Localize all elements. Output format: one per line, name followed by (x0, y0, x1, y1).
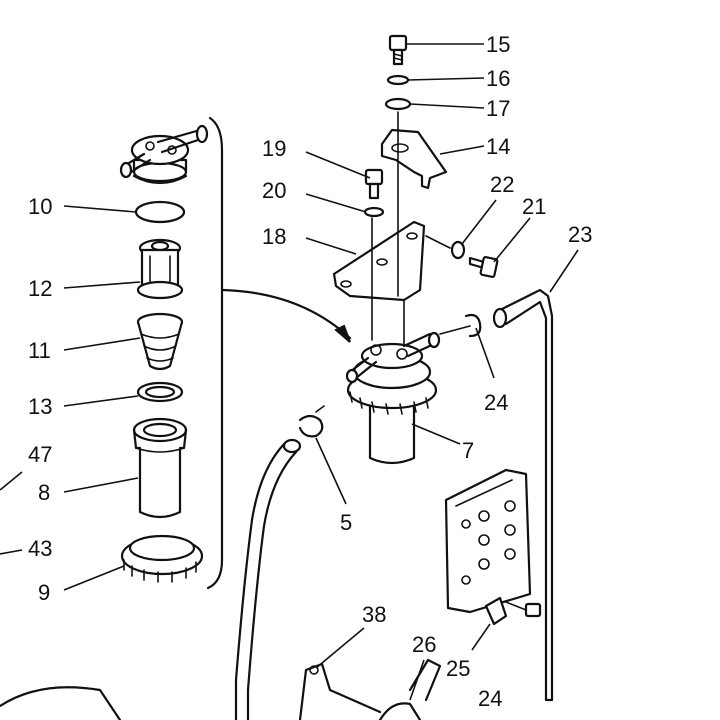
clamp-25 (484, 596, 542, 626)
callout-7: 7 (462, 438, 474, 463)
washer-17 (384, 97, 412, 111)
assembly-arrow (220, 288, 352, 340)
callout-21: 21 (522, 194, 546, 219)
callout-10: 10 (28, 194, 52, 219)
exploded-view-bracket (206, 116, 224, 590)
leader-lines (0, 43, 579, 701)
washer-20 (363, 206, 385, 218)
callout-12: 12 (28, 276, 52, 301)
callout-8: 8 (38, 480, 50, 505)
bolt-15 (388, 34, 408, 66)
callout-24-upper: 24 (484, 390, 508, 415)
callout-23: 23 (568, 222, 592, 247)
callout-26: 26 (412, 632, 436, 657)
callout-9: 9 (38, 580, 50, 605)
bracket-18 (332, 220, 426, 302)
hose-clip-24 (439, 313, 482, 338)
callout-14: 14 (486, 134, 510, 159)
o-ring (134, 200, 186, 224)
bolt-21 (468, 256, 499, 278)
retaining-ring (120, 534, 204, 583)
fuel-hose-23 (492, 288, 554, 702)
washer-22 (450, 240, 466, 260)
callout-47: 47 (28, 442, 52, 467)
callout-17: 17 (486, 96, 510, 121)
callout-13: 13 (28, 394, 52, 419)
bolt-19 (364, 168, 384, 200)
float-cone (136, 312, 184, 371)
mounting-clamp (380, 128, 448, 190)
filter-assembly (345, 331, 441, 465)
strainer-element (136, 238, 184, 300)
callout-16: 16 (486, 66, 510, 91)
mounting-plate (444, 468, 532, 614)
hose-clip-5 (298, 405, 325, 438)
callout-43: 43 (28, 536, 52, 561)
callout-11: 11 (28, 338, 51, 363)
bottom-bracket (0, 658, 442, 720)
callout-22: 22 (490, 172, 514, 197)
callout-24-lower: 24 (478, 686, 502, 711)
filter-head (119, 124, 209, 185)
callout-18: 18 (262, 224, 286, 249)
assembly-arrowhead (334, 324, 351, 343)
callout-38: 38 (362, 602, 386, 627)
callout-15: 15 (486, 32, 510, 57)
assembly-line (371, 111, 451, 351)
seal-ring (136, 381, 184, 403)
filter-bowl (132, 417, 188, 519)
callout-19: 19 (262, 136, 286, 161)
washer-16 (386, 74, 410, 86)
callout-25: 25 (446, 656, 470, 681)
fuel-hose-lower (234, 438, 302, 720)
callout-5: 5 (340, 510, 352, 535)
callout-20: 20 (262, 178, 286, 203)
